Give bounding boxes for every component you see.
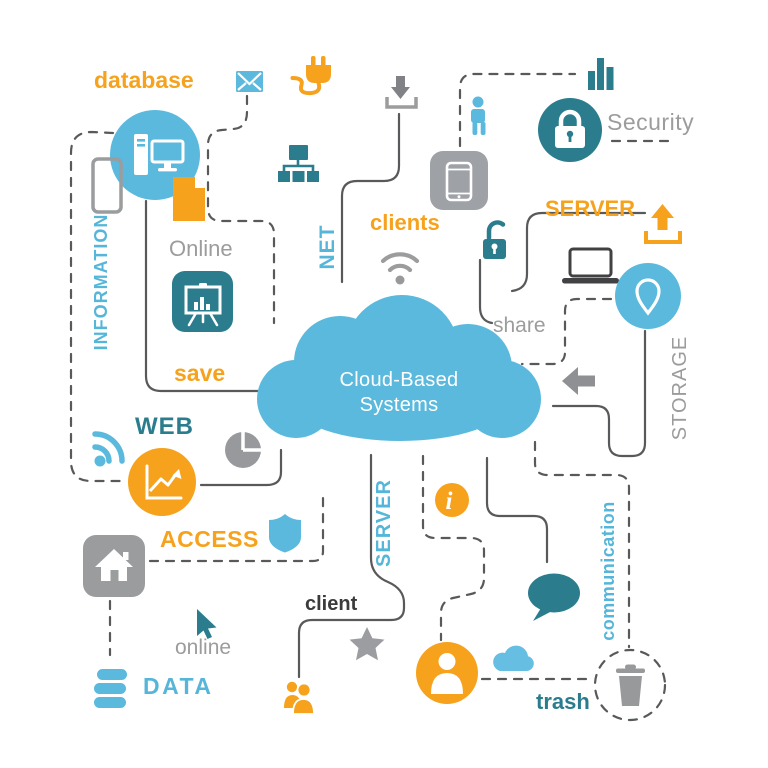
info-circle-icon: i <box>435 483 469 517</box>
connector-lines <box>69 72 670 722</box>
file-icon <box>173 177 205 221</box>
label-share: share <box>493 314 546 337</box>
small-cloud-icon <box>493 645 534 672</box>
dashed-envelope-to-cloud <box>206 94 276 325</box>
cloud-title: Cloud-Based Systems <box>299 368 499 418</box>
rss-icon <box>92 431 125 467</box>
chat-bubble-icon <box>528 573 580 621</box>
connector-server-to-cloud <box>510 211 647 293</box>
label-information: INFORMATION <box>91 213 111 351</box>
presentation-square-icon <box>172 271 233 332</box>
trash-can-icon <box>616 664 645 706</box>
label-server-vertical: SERVER <box>373 479 395 567</box>
label-clients: clients <box>370 210 440 235</box>
label-net: NET <box>316 224 339 270</box>
label-server-top: SERVER <box>545 196 636 221</box>
cloud-shape <box>257 295 541 441</box>
label-database: database <box>94 67 194 93</box>
pie-chart-icon <box>225 431 262 468</box>
dashed-database-to-web-circle <box>69 130 128 483</box>
trash-dashed-circle <box>593 648 667 722</box>
home-square-icon <box>83 535 145 597</box>
connector-padlock-to-share <box>478 258 494 325</box>
plug-icon <box>290 56 331 96</box>
shield-icon <box>269 514 301 553</box>
cloud-title-line2: Systems <box>359 394 439 416</box>
label-save: save <box>174 360 226 386</box>
open-padlock-icon <box>483 220 506 259</box>
label-data: DATA <box>143 673 214 699</box>
line-chart-circle-icon <box>128 448 196 516</box>
dashed-access-path <box>148 489 325 563</box>
upload-icon <box>644 204 682 244</box>
label-access: ACCESS <box>160 526 259 552</box>
connector-pin-to-cloud <box>551 329 647 458</box>
dashed-cloud-to-person-circle <box>421 454 486 642</box>
bar-chart-icon <box>588 58 614 90</box>
connector-cloud-to-client-group <box>297 453 406 679</box>
connector-database-to-cloud <box>144 199 260 393</box>
label-communication: communication <box>598 501 618 641</box>
connector-cloud-to-chat-bubble <box>485 456 549 564</box>
dashed-pin-to-cloud <box>520 297 613 366</box>
envelope-icon <box>236 71 263 92</box>
database-cylinders-icon <box>94 669 127 708</box>
location-pin-circle-icon <box>615 263 681 329</box>
connector-cloud-to-chart-circle <box>199 448 283 487</box>
star-icon <box>349 627 385 661</box>
info-glyph: i <box>446 488 453 515</box>
cloud-title-line1: Cloud-Based <box>339 369 459 391</box>
security-lock-circle-icon <box>538 98 602 162</box>
label-online-bottom: online <box>175 636 232 659</box>
label-trash: trash <box>536 689 590 714</box>
label-storage: STORAGE <box>669 335 691 441</box>
tablet-icon <box>91 157 123 214</box>
smartphone-square-icon <box>430 151 488 210</box>
person-circle-icon <box>416 642 478 704</box>
label-online-top: Online <box>169 236 233 261</box>
connector-download-to-net <box>340 112 401 284</box>
laptop-icon <box>562 247 619 284</box>
person-icon <box>471 96 486 135</box>
left-arrow-icon <box>562 367 595 395</box>
hierarchy-icon <box>278 145 319 182</box>
cursor-icon <box>197 609 217 639</box>
dashed-phone-to-barchart <box>458 72 577 148</box>
label-client: client <box>305 593 358 615</box>
download-icon <box>385 76 418 109</box>
label-web: WEB <box>135 413 194 440</box>
people-group-icon <box>284 681 315 715</box>
wifi-icon <box>380 252 420 285</box>
label-security: Security <box>607 109 695 135</box>
